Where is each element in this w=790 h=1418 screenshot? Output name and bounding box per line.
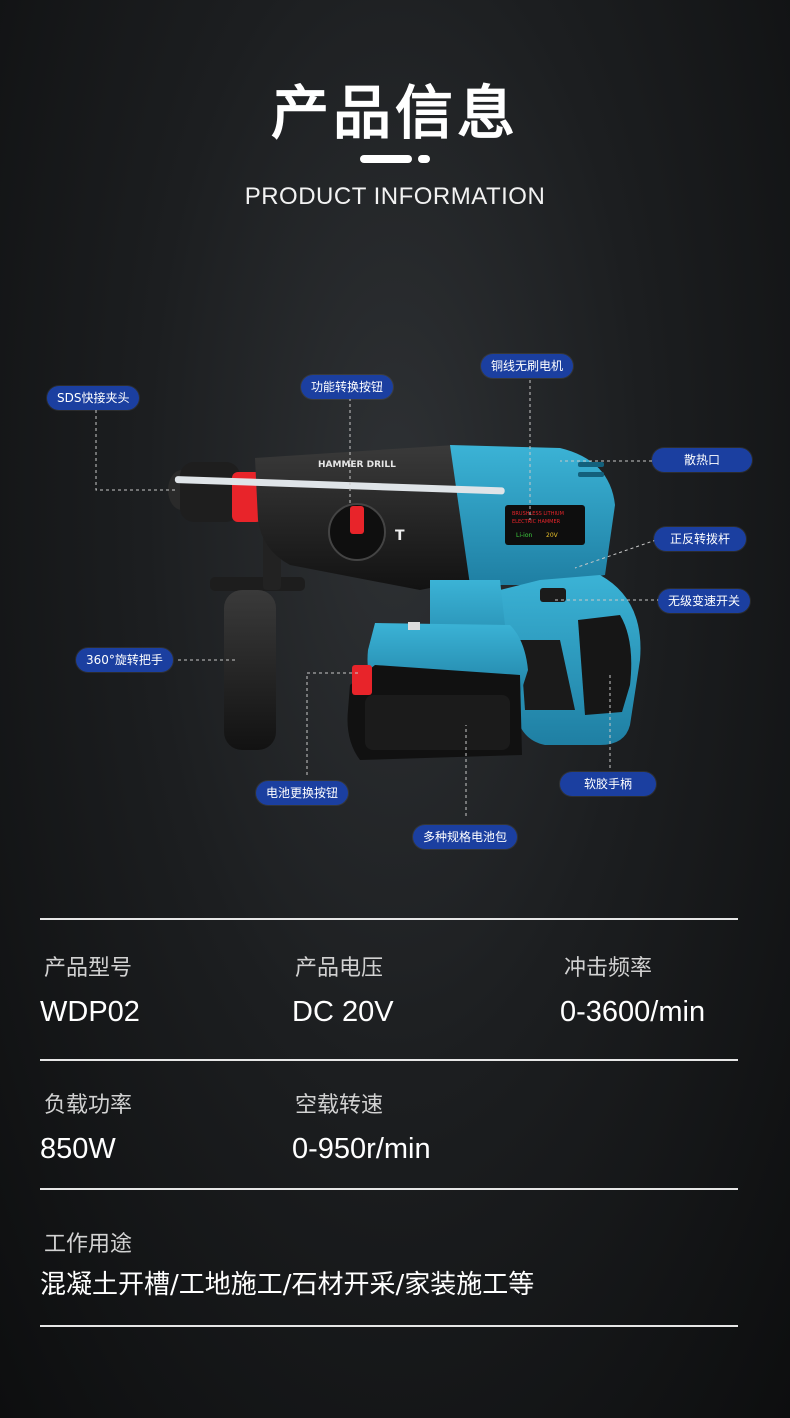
page-subtitle: PRODUCT INFORMATION [244,183,546,210]
callout-motor: 铜线无刷电机 [481,354,574,378]
drill-model-text: HAMMER DRILL [318,460,396,470]
callout-function-knob: 功能转换按钮 [301,375,394,399]
spec-voltage-label: 产品电压 [295,956,384,981]
callout-reverse-lever: 正反转拨杆 [654,527,747,551]
spec-impact-label: 冲击频率 [564,956,653,981]
spec-speed: 空载转速 0-950r/min [292,1087,431,1166]
divider [40,918,738,920]
spec-power-label: 负载功率 [44,1093,133,1118]
svg-text:T: T [395,528,405,544]
spec-model: 产品型号 WDP02 [40,950,140,1029]
callout-360-handle: 360°旋转把手 [76,648,173,672]
callout-battery-pack: 多种规格电池包 [413,825,518,849]
spec-model-value: WDP02 [40,996,140,1028]
spec-speed-label: 空载转速 [295,1093,384,1118]
spec-usage-label: 工作用途 [44,1232,133,1257]
svg-text:Li-ion: Li-ion [516,532,533,539]
callout-speed-switch: 无级变速开关 [658,589,751,613]
callout-soft-grip: 软胶手柄 [560,772,657,796]
callout-vent: 散热口 [652,448,753,472]
spec-model-label: 产品型号 [44,956,133,981]
svg-text:20V: 20V [546,532,559,539]
divider [40,1059,738,1061]
spec-power-value: 850W [40,1133,116,1165]
svg-text:BRUSHLESS LITHIUM: BRUSHLESS LITHIUM [512,511,564,517]
spec-power: 负载功率 850W [40,1087,133,1166]
hammer-drill-illustration: HAMMER DRILL T BRUSHLESS LITHIUM ELECTRI… [95,380,660,816]
spec-voltage-value: DC 20V [292,996,394,1028]
spec-voltage: 产品电压 DC 20V [292,950,394,1029]
spec-impact: 冲击频率 0-3600/min [560,950,705,1029]
callout-battery-button: 电池更换按钮 [256,781,349,805]
callout-sds-chuck: SDS快接夹头 [47,386,140,410]
product-diagram: HAMMER DRILL T BRUSHLESS LITHIUM ELECTRI… [0,340,790,860]
spec-speed-value: 0-950r/min [292,1133,431,1165]
svg-text:ELECTRIC HAMMER: ELECTRIC HAMMER [512,519,561,525]
spec-usage-value: 混凝土开槽/工地施工/石材开采/家装施工等 [40,1270,535,1300]
title-decoration [360,155,430,163]
page-title: 产品信息 [270,79,519,147]
divider [40,1325,738,1327]
spec-impact-value: 0-3600/min [560,996,706,1028]
divider [40,1188,738,1190]
